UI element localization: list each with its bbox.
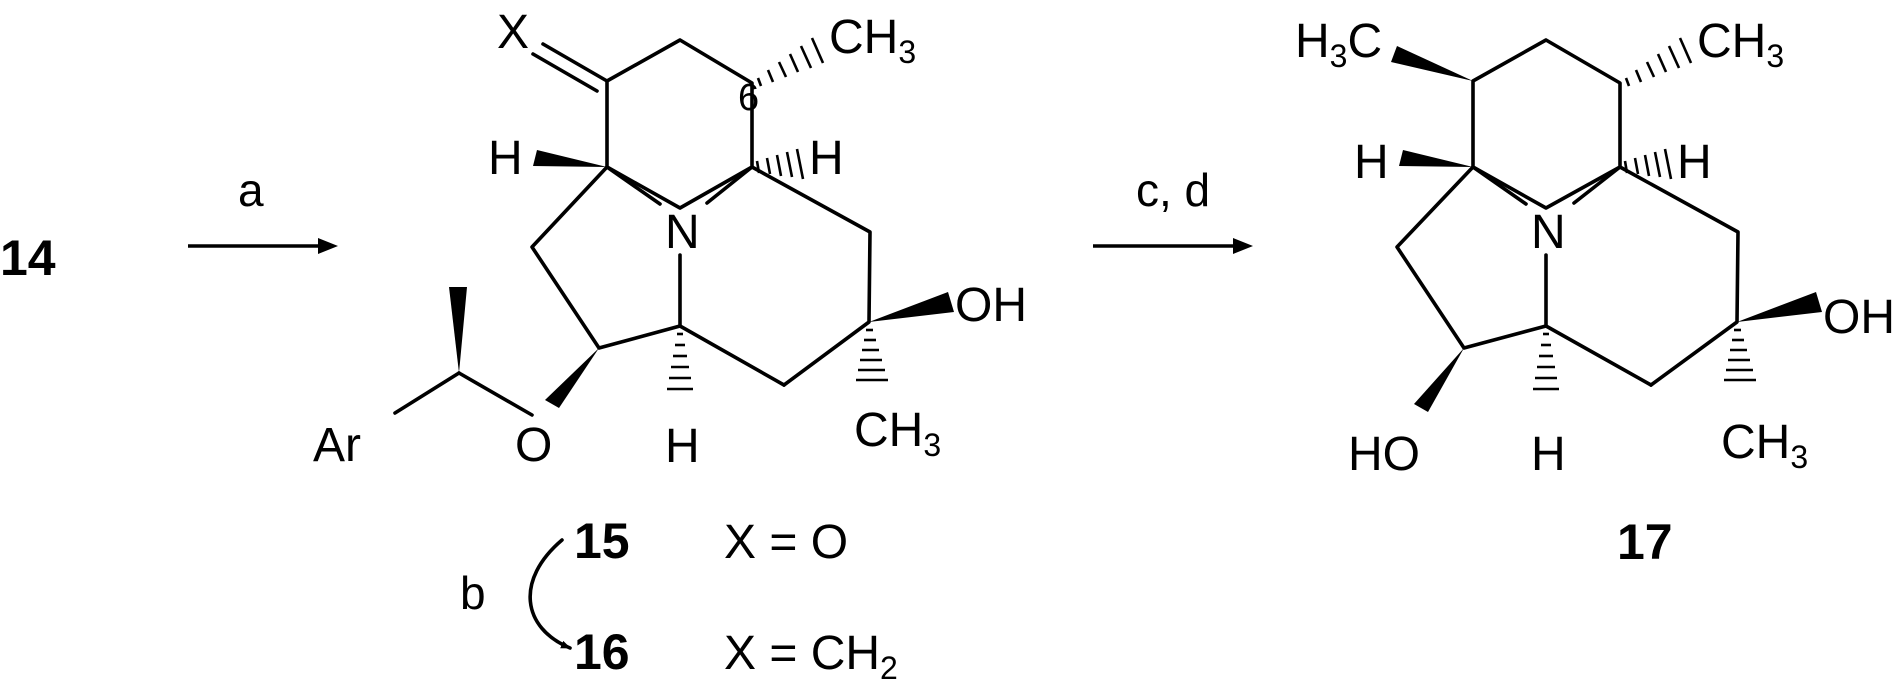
h-left-label: H [488,132,523,185]
arrow-b-label: b [460,567,486,619]
oh-label: OH [955,279,1027,332]
compound-14-label: 14 [0,230,56,286]
arrow-a-label: a [238,164,264,216]
compound-15-label: 15 [574,513,630,569]
h-right-label: H [809,132,844,185]
x-label: X [497,6,529,59]
hash-bond-ch3-bottom [856,328,888,382]
oh-right-label: OH [1823,291,1895,344]
hash-bond-ch3-bottom-product [1724,328,1756,382]
h-bottom-label-product: H [1531,428,1566,481]
h-bottom-label: H [665,420,700,473]
product-structure [1391,37,1822,412]
locant-6: 6 [738,77,759,119]
ch3-top-right-label: CH3 [1697,15,1784,74]
ho-left-label: HO [1348,428,1420,481]
hash-bond-ch3-top-product [1624,37,1693,87]
ar-label: Ar [313,419,361,472]
arrow-cd-label: c, d [1136,164,1210,216]
compound-15-definition: X = O [724,516,848,569]
compound-17-label: 17 [1617,514,1673,570]
arrow-a [188,238,338,254]
hash-bond-ch3-top [756,37,825,87]
n-label-product: N [1531,206,1566,259]
hash-bond-h-right [755,148,805,180]
compound-16-definition: X = CH2 [724,627,898,686]
compound-16-label: 16 [574,624,630,680]
intermediate-structure [393,37,954,417]
h3c-left-label: H3C [1295,15,1382,74]
hash-bond-h-bottom-product [1533,332,1559,391]
ch3-bottom-label-product: CH3 [1721,416,1808,475]
h-right-label-product: H [1677,136,1712,189]
n-label: N [665,206,700,259]
hash-bond-h-right-product [1623,148,1673,180]
ch3-top-label: CH3 [829,11,916,70]
hash-bond-h-bottom [667,332,693,391]
ch3-bottom-label: CH3 [854,404,941,463]
h-left-label-product: H [1354,136,1389,189]
arrow-cd [1093,238,1253,254]
o-label: O [515,419,552,472]
curved-arrow-b [528,538,572,650]
